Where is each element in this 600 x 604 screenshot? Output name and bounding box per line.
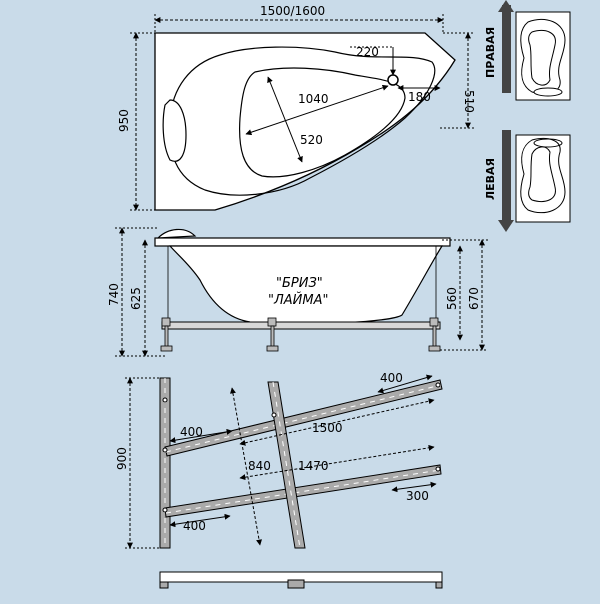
tub-basin <box>239 67 406 178</box>
dim-long-bar <box>239 398 435 446</box>
height-label: 950 <box>117 109 131 132</box>
dim-top-extension <box>377 374 433 394</box>
dim-second-bar <box>239 444 435 481</box>
total-height-label: 740 <box>107 283 121 306</box>
arrow-up-icon <box>498 0 514 12</box>
headrest-side <box>156 228 197 239</box>
drain-icon <box>387 74 399 86</box>
variant-left: ЛЕВАЯ <box>484 130 571 232</box>
tub-outline-top <box>154 32 456 211</box>
tub-rim <box>154 237 451 247</box>
dim-left-upper <box>169 428 233 444</box>
support-legs <box>160 317 441 352</box>
frame-vertical-bar <box>159 377 171 549</box>
variant-left-bar <box>502 130 511 222</box>
inner-width-label: 520 <box>300 133 323 147</box>
rim-height-label: 625 <box>129 287 143 310</box>
second-bar-label: 1470 <box>298 459 329 473</box>
arrow-down-icon <box>498 220 514 232</box>
frame-view: 400 400 1500 900 840 1470 300 400 <box>115 371 443 589</box>
variant-left-label: ЛЕВАЯ <box>484 158 497 200</box>
frame-height-label: 900 <box>115 447 129 470</box>
variant-right-bar <box>502 5 511 93</box>
drain-side-label: 180 <box>408 90 431 104</box>
width-label: 1500/1600 <box>260 4 325 18</box>
headrest <box>162 99 187 162</box>
side-view: "БРИЗ" "ЛАЙМА" 740 625 560 670 <box>107 227 488 357</box>
cross-label: 840 <box>248 459 271 473</box>
front-total-label: 670 <box>467 287 481 310</box>
variant-left-tub <box>515 134 571 223</box>
inner-length-label: 1040 <box>298 92 329 106</box>
dim-left-lower <box>169 513 231 528</box>
long-bar-label: 1500 <box>312 421 343 435</box>
dim-cross <box>229 387 263 546</box>
front-height-label: 560 <box>445 287 459 310</box>
frame-upper-bar <box>164 379 443 457</box>
dim-right-extension <box>391 481 437 493</box>
left-lower-label: 400 <box>183 519 206 533</box>
top-view: 1500/1600 950 220 510 180 1040 520 <box>117 4 476 211</box>
model-line1: "БРИЗ" <box>276 276 323 291</box>
dim-inner-width <box>267 76 303 163</box>
left-upper-label: 400 <box>180 425 203 439</box>
right-extension-label: 300 <box>406 489 429 503</box>
model-line2: "ЛАЙМА" <box>268 292 328 308</box>
base-frame-bar <box>161 321 441 330</box>
variant-right-label: ПРАВАЯ <box>484 27 497 78</box>
variant-right: ПРАВАЯ <box>484 0 571 101</box>
frame-base-profile <box>159 571 443 589</box>
top-bar-extension-label: 400 <box>380 371 403 385</box>
right-side-label: 510 <box>462 90 476 113</box>
drain-offset-label: 220 <box>356 45 379 59</box>
